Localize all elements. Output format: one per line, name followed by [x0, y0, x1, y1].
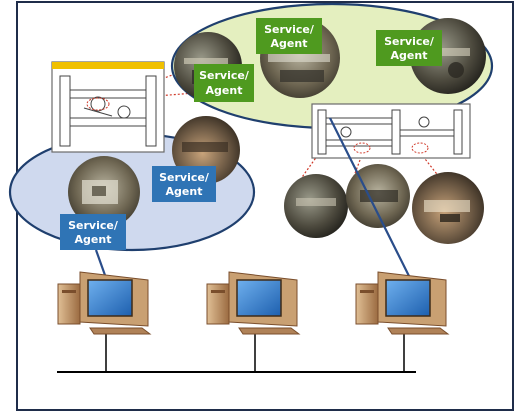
service-agent-label-green-3: Service/ Agent [376, 30, 442, 66]
network-drops [105, 330, 405, 372]
desktop-computer-icon [206, 271, 301, 335]
label-line: Agent [206, 84, 243, 97]
process-module-photo [412, 172, 484, 244]
label-line: Agent [166, 185, 203, 198]
label-line: Service/ [264, 23, 315, 36]
layout-schematic-right [311, 103, 471, 159]
label-line: Agent [271, 37, 308, 50]
transfer-unit-photo [284, 174, 348, 238]
workpiece-closeup-photo [68, 156, 140, 228]
layout-schematic-left [51, 61, 165, 153]
label-line: Agent [391, 49, 428, 62]
service-agent-label-green-1: Service/ Agent [194, 64, 254, 102]
service-agent-label-blue-2: Service/ Agent [60, 214, 126, 250]
service-agent-label-green-2: Service/ Agent [256, 18, 322, 54]
sorting-station-photo [346, 164, 410, 228]
label-line: Service/ [68, 219, 119, 232]
desktop-computer-icon [355, 271, 450, 335]
label-line: Service/ [199, 69, 250, 82]
service-agent-label-blue-1: Service/ Agent [152, 166, 216, 202]
label-line: Agent [75, 233, 112, 246]
region-connectors [94, 117, 411, 279]
label-line: Service/ [159, 171, 210, 184]
label-line: Service/ [384, 35, 435, 48]
desktop-computer-icon [57, 271, 152, 335]
